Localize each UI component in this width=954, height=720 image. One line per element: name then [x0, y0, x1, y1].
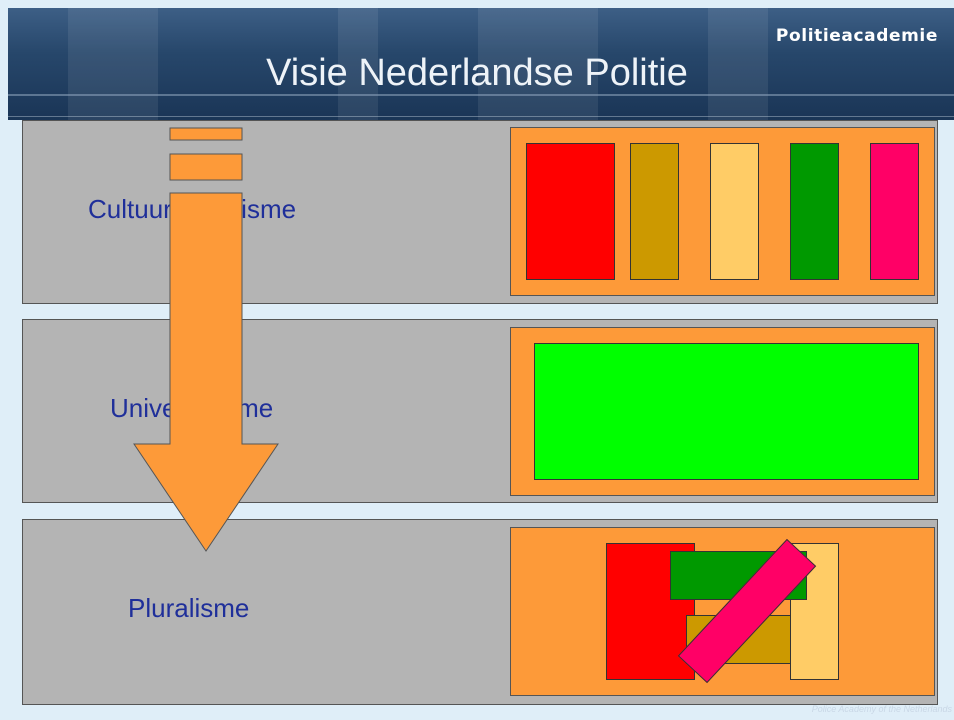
header-banner: [8, 8, 954, 120]
block-magenta: [870, 143, 919, 280]
block-red: [526, 143, 615, 280]
brand-logo-text: Politieacademie: [775, 26, 938, 46]
block-ochre: [630, 143, 679, 280]
footer-text: Police Academy of the Netherlands: [811, 704, 952, 714]
block-green: [790, 143, 839, 280]
block-light-orange: [710, 143, 759, 280]
row-label-pluralisme: Pluralisme: [128, 593, 250, 623]
block-bright-green: [534, 343, 919, 480]
slide-title: Visie Nederlandse Politie: [266, 52, 688, 94]
